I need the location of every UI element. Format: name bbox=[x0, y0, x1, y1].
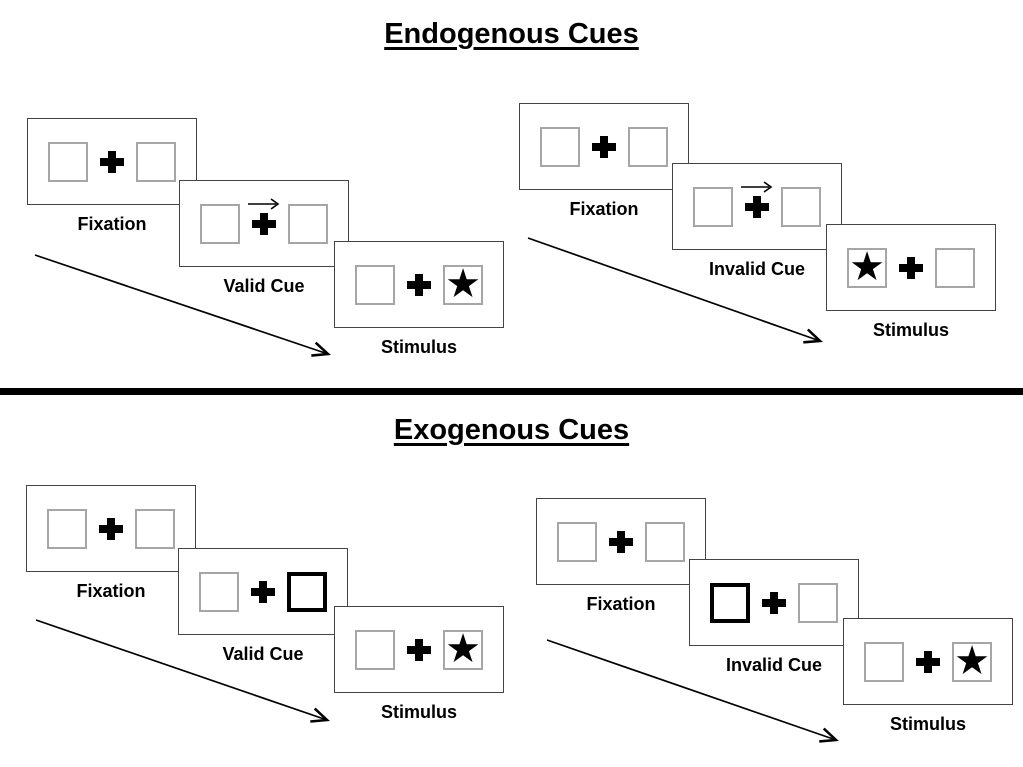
fixation-cross-icon bbox=[745, 195, 769, 218]
endogenous-section-title: Endogenous Cues bbox=[384, 18, 639, 50]
right-placeholder-box: ★ bbox=[952, 638, 992, 683]
center-area bbox=[95, 119, 129, 204]
star-stimulus-icon: ★ bbox=[445, 261, 481, 306]
panel-label: Stimulus bbox=[380, 337, 457, 357]
center-area bbox=[247, 181, 281, 266]
left-placeholder-box: ★ bbox=[199, 571, 239, 612]
right-placeholder-box: ★ bbox=[288, 203, 328, 244]
fixation-cross-icon bbox=[899, 256, 923, 279]
right-placeholder-box: ★ bbox=[443, 261, 483, 306]
timeline-arrow-exogenous-invalid bbox=[546, 639, 839, 743]
exogenous-invalid-fixation: ★ ★ Fixation bbox=[536, 498, 706, 615]
right-placeholder-box: ★ bbox=[136, 141, 176, 182]
stimulus-screen: ★ ★ bbox=[826, 224, 996, 311]
endogenous-valid-cue: ★ ★ Valid Cue bbox=[179, 180, 349, 297]
left-placeholder-box: ★ bbox=[540, 126, 580, 167]
endogenous-invalid-fixation: ★ ★ Fixation bbox=[519, 103, 689, 220]
right-placeholder-box: ★ bbox=[645, 521, 685, 562]
center-area bbox=[894, 225, 928, 310]
star-stimulus-icon: ★ bbox=[445, 626, 481, 671]
left-highlight-cue-box: ★ bbox=[710, 582, 750, 623]
panel-label: Fixation bbox=[569, 199, 639, 219]
panel-label: Fixation bbox=[76, 581, 146, 601]
right-placeholder-box: ★ bbox=[628, 126, 668, 167]
left-placeholder-box: ★ bbox=[847, 244, 887, 289]
fixation-cross-icon bbox=[407, 273, 431, 296]
fixation-cross-icon bbox=[407, 638, 431, 661]
section-divider-line bbox=[0, 388, 1023, 395]
fixation-screen: ★ ★ bbox=[26, 485, 196, 572]
cue-screen: ★ ★ bbox=[179, 180, 349, 267]
right-placeholder-box: ★ bbox=[781, 186, 821, 227]
fixation-screen: ★ ★ bbox=[27, 118, 197, 205]
panel-label: Fixation bbox=[586, 594, 656, 614]
panel-label: Stimulus bbox=[889, 714, 966, 734]
center-area bbox=[740, 164, 774, 249]
stimulus-screen: ★ ★ bbox=[843, 618, 1013, 705]
fixation-cross-icon bbox=[251, 580, 275, 603]
fixation-cross-icon bbox=[916, 650, 940, 673]
right-placeholder-box: ★ bbox=[798, 582, 838, 623]
center-area bbox=[604, 499, 638, 584]
timeline-arrow-endogenous-invalid bbox=[527, 237, 823, 344]
cue-screen: ★ ★ bbox=[689, 559, 859, 646]
timeline-arrow-exogenous-valid bbox=[35, 619, 330, 723]
center-area bbox=[402, 242, 436, 327]
panel-label: Invalid Cue bbox=[708, 259, 806, 279]
stimulus-screen: ★ ★ bbox=[334, 241, 504, 328]
endogenous-invalid-cue: ★ ★ Invalid Cue bbox=[672, 163, 842, 280]
fixation-cross-icon bbox=[762, 591, 786, 614]
panel-label: Valid Cue bbox=[223, 276, 305, 296]
panel-label: Stimulus bbox=[380, 702, 457, 722]
endogenous-valid-stimulus: ★ ★ Stimulus bbox=[334, 241, 504, 358]
center-area bbox=[246, 549, 280, 634]
stimulus-screen: ★ ★ bbox=[334, 606, 504, 693]
star-stimulus-icon: ★ bbox=[954, 638, 990, 683]
right-placeholder-box: ★ bbox=[135, 508, 175, 549]
exogenous-invalid-cue: ★ ★ Invalid Cue bbox=[689, 559, 859, 676]
cue-right-arrow-icon bbox=[248, 198, 280, 210]
star-stimulus-icon: ★ bbox=[849, 244, 885, 289]
panel-label: Stimulus bbox=[872, 320, 949, 340]
fixation-cross-icon bbox=[609, 530, 633, 553]
left-placeholder-box: ★ bbox=[200, 203, 240, 244]
left-placeholder-box: ★ bbox=[557, 521, 597, 562]
center-area bbox=[911, 619, 945, 704]
center-area bbox=[94, 486, 128, 571]
fixation-screen: ★ ★ bbox=[536, 498, 706, 585]
left-placeholder-box: ★ bbox=[355, 629, 395, 670]
fixation-screen: ★ ★ bbox=[519, 103, 689, 190]
left-placeholder-box: ★ bbox=[48, 141, 88, 182]
right-placeholder-box: ★ bbox=[935, 247, 975, 288]
panel-label: Valid Cue bbox=[222, 644, 304, 664]
left-placeholder-box: ★ bbox=[47, 508, 87, 549]
panel-label: Invalid Cue bbox=[725, 655, 823, 675]
right-placeholder-box: ★ bbox=[443, 626, 483, 671]
cue-screen: ★ ★ bbox=[672, 163, 842, 250]
center-area bbox=[402, 607, 436, 692]
exogenous-valid-stimulus: ★ ★ Stimulus bbox=[334, 606, 504, 723]
exogenous-invalid-stimulus: ★ ★ Stimulus bbox=[843, 618, 1013, 735]
center-area bbox=[587, 104, 621, 189]
fixation-cross-icon bbox=[592, 135, 616, 158]
timeline-arrow-endogenous-valid bbox=[34, 254, 331, 357]
fixation-cross-icon bbox=[100, 150, 124, 173]
fixation-cross-icon bbox=[252, 212, 276, 235]
center-area bbox=[757, 560, 791, 645]
fixation-cross-icon bbox=[99, 517, 123, 540]
endogenous-invalid-stimulus: ★ ★ Stimulus bbox=[826, 224, 996, 341]
right-highlight-cue-box: ★ bbox=[287, 571, 327, 612]
cue-screen: ★ ★ bbox=[178, 548, 348, 635]
exogenous-section-title: Exogenous Cues bbox=[393, 414, 630, 446]
exogenous-valid-fixation: ★ ★ Fixation bbox=[26, 485, 196, 602]
left-placeholder-box: ★ bbox=[864, 641, 904, 682]
endogenous-valid-fixation: ★ ★ Fixation bbox=[27, 118, 197, 235]
panel-label: Fixation bbox=[77, 214, 147, 234]
left-placeholder-box: ★ bbox=[355, 264, 395, 305]
exogenous-valid-cue: ★ ★ Valid Cue bbox=[178, 548, 348, 665]
cue-right-arrow-icon bbox=[741, 181, 773, 193]
left-placeholder-box: ★ bbox=[693, 186, 733, 227]
